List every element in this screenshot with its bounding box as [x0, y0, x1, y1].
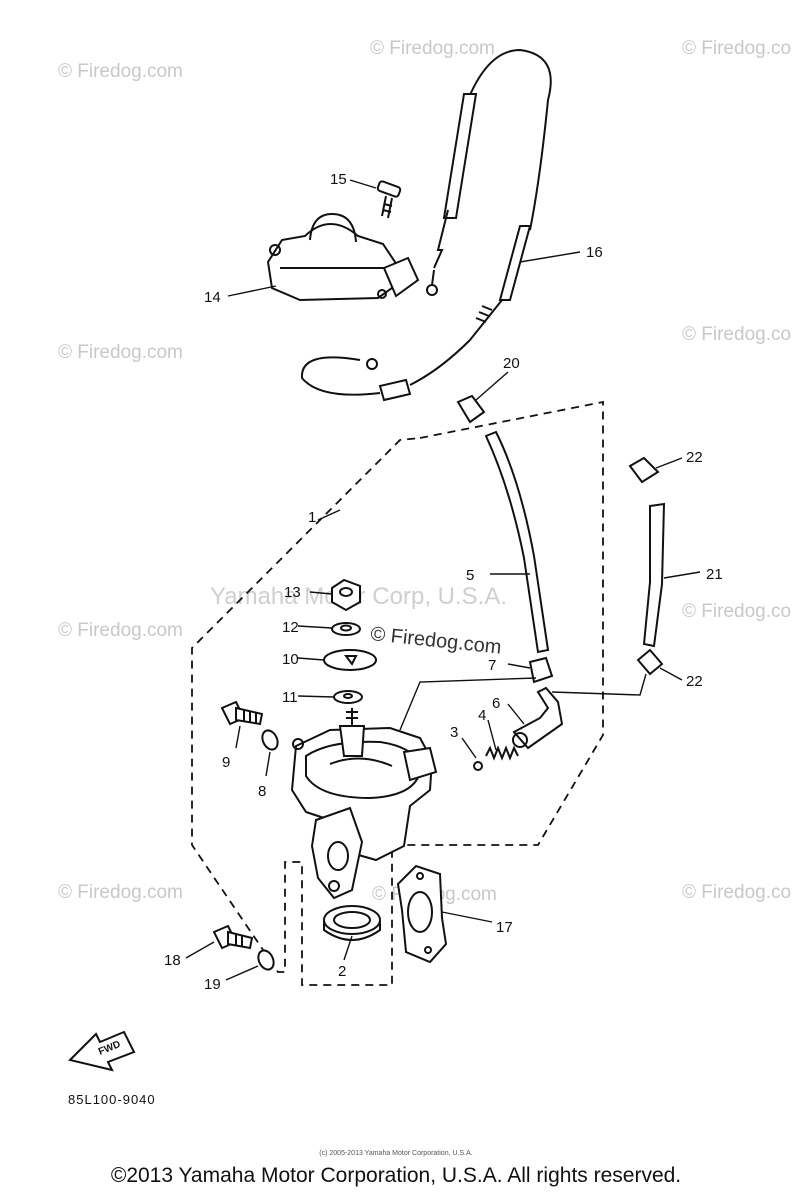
callout-6: 6 — [492, 695, 500, 712]
callout-19: 19 — [204, 976, 221, 993]
watermark-text: © Firedog.com — [58, 882, 183, 903]
washer-part — [333, 690, 363, 704]
ball-part — [473, 761, 483, 771]
gasket-part — [396, 864, 448, 964]
clamp-part — [528, 656, 554, 684]
callout-10: 10 — [282, 651, 299, 668]
cover-part — [266, 212, 420, 302]
assembly-outline — [191, 400, 604, 986]
callout-14: 14 — [204, 289, 221, 306]
fwd-arrow: FWD — [68, 1030, 136, 1072]
callout-21: 21 — [706, 566, 723, 583]
callout-9: 9 — [222, 754, 230, 771]
watermark-text: © Firedog.com — [682, 324, 792, 345]
washer-part — [331, 622, 361, 636]
callout-8: 8 — [258, 783, 266, 800]
washer-part — [261, 729, 279, 751]
callout-12: 12 — [282, 619, 299, 636]
callout-3: 3 — [450, 724, 458, 741]
clamp-part — [636, 648, 664, 676]
callout-1: 1 — [308, 509, 316, 526]
cable-part — [300, 48, 552, 402]
bolt-part — [212, 924, 254, 950]
cap-part — [456, 394, 486, 424]
watermark-text: © Firedog.com — [682, 882, 792, 903]
hose-part — [642, 502, 666, 648]
hose-line — [551, 673, 647, 696]
callout-16: 16 — [586, 244, 603, 261]
spring-part — [485, 745, 519, 761]
callout-20: 20 — [503, 355, 520, 372]
watermark-text: © Firedog.com — [682, 601, 792, 622]
hose-part — [484, 430, 550, 654]
screw-part — [376, 180, 402, 219]
callout-5: 5 — [466, 567, 474, 584]
callout-13: 13 — [284, 584, 301, 601]
watermark-text: © Firedog.com — [369, 623, 502, 659]
callout-18: 18 — [164, 952, 181, 969]
callout-labels: 15 14 16 20 1 5 21 22 22 7 13 12 10 11 9… — [164, 171, 723, 993]
washer-part — [257, 949, 275, 971]
callout-17: 17 — [496, 919, 513, 936]
cap-part — [628, 456, 660, 484]
footer-copyright: ©2013 Yamaha Motor Corporation, U.S.A. A… — [110, 1164, 682, 1187]
watermark-text: © Firedog.com — [58, 61, 183, 82]
watermark-text: © Firedog.com — [58, 342, 183, 363]
footer-small-copyright: (c) 2005-2013 Yamaha Motor Corporation, … — [319, 1150, 473, 1157]
bolt-part — [220, 700, 264, 726]
callout-4: 4 — [478, 707, 486, 724]
watermark-text: © Firedog.com — [682, 38, 792, 59]
nut-part — [331, 578, 361, 612]
callout-11: 11 — [282, 689, 298, 706]
diaphragm-part — [323, 649, 377, 671]
elbow-part — [512, 686, 564, 750]
callout-7: 7 — [488, 657, 496, 674]
leader-lines — [185, 179, 701, 981]
diagram-code: 85L100-9040 — [68, 1092, 156, 1107]
callout-22-bottom: 22 — [686, 673, 703, 690]
callout-15: 15 — [330, 171, 347, 188]
watermark-text: © Firedog.com — [370, 38, 495, 59]
seal-part — [323, 905, 381, 941]
pump-body-part — [290, 708, 438, 900]
watermark-text: © Firedog.com — [58, 620, 183, 641]
callout-22-top: 22 — [686, 449, 703, 466]
callout-2: 2 — [338, 963, 346, 980]
